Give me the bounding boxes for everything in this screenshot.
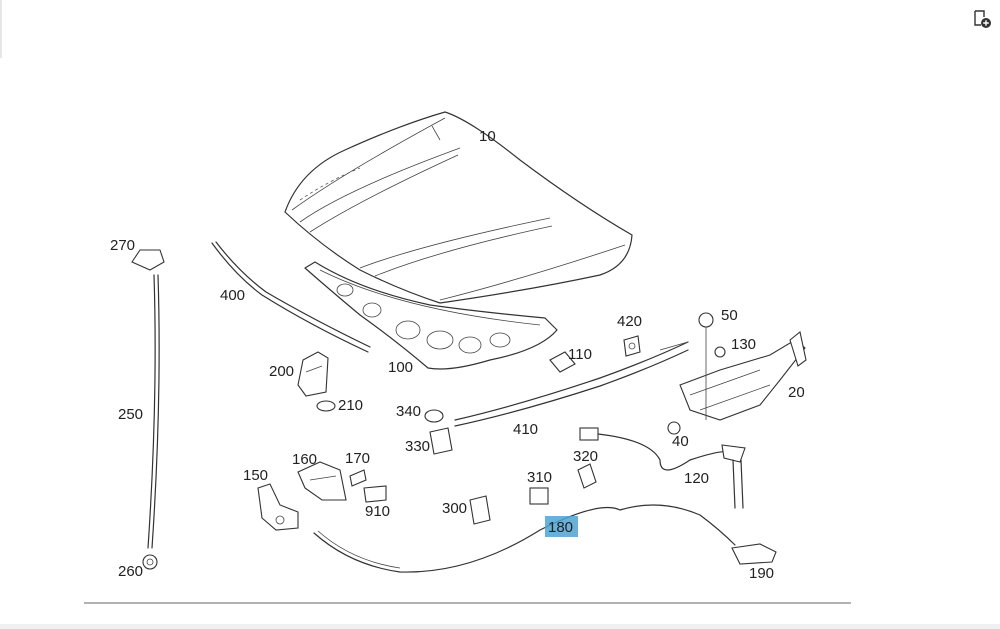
label-420[interactable]: 420 bbox=[617, 313, 642, 330]
label-180[interactable]: 180 bbox=[548, 519, 573, 536]
clip-300-part bbox=[469, 495, 491, 525]
label-250[interactable]: 250 bbox=[118, 406, 143, 423]
label-170[interactable]: 170 bbox=[345, 450, 370, 467]
label-400[interactable]: 400 bbox=[220, 287, 245, 304]
clip-310-part bbox=[529, 487, 549, 505]
label-200[interactable]: 200 bbox=[269, 363, 294, 380]
prop-rod-part bbox=[131, 249, 165, 570]
label-190[interactable]: 190 bbox=[749, 565, 774, 582]
label-300[interactable]: 300 bbox=[442, 500, 467, 517]
connector-330-part bbox=[429, 427, 453, 455]
label-340[interactable]: 340 bbox=[396, 403, 421, 420]
label-260[interactable]: 260 bbox=[118, 563, 143, 580]
washer-340-part bbox=[424, 409, 444, 423]
clip-320-part bbox=[577, 463, 597, 489]
seal-strip-part bbox=[211, 241, 371, 353]
bracket-160-part bbox=[297, 461, 347, 501]
label-40[interactable]: 40 bbox=[672, 433, 689, 450]
bracket-200-part bbox=[297, 351, 329, 397]
lock-150-part bbox=[257, 483, 299, 531]
bottom-scroll-strip bbox=[0, 624, 1000, 629]
label-910[interactable]: 910 bbox=[365, 503, 390, 520]
latch-assembly-part bbox=[667, 312, 807, 435]
label-270[interactable]: 270 bbox=[110, 237, 135, 254]
label-100[interactable]: 100 bbox=[388, 359, 413, 376]
label-120[interactable]: 120 bbox=[684, 470, 709, 487]
clip-110-part bbox=[549, 351, 576, 373]
part-910 bbox=[363, 485, 387, 503]
label-410[interactable]: 410 bbox=[513, 421, 538, 438]
clip-420-part bbox=[623, 335, 641, 357]
label-320[interactable]: 320 bbox=[573, 448, 598, 465]
cable-120-part bbox=[579, 427, 746, 509]
label-310[interactable]: 310 bbox=[527, 469, 552, 486]
panel-edge bbox=[0, 0, 2, 58]
label-110[interactable]: 110 bbox=[568, 346, 592, 363]
label-20[interactable]: 20 bbox=[788, 384, 805, 401]
label-10[interactable]: 10 bbox=[479, 128, 496, 145]
highlight-180 bbox=[545, 516, 578, 537]
label-50[interactable]: 50 bbox=[721, 307, 738, 324]
handle-190-part bbox=[731, 543, 777, 565]
add-to-cart-icon[interactable] bbox=[972, 9, 992, 29]
buffer-210-part bbox=[316, 400, 336, 412]
inner-panel-part bbox=[304, 261, 558, 370]
hood-part bbox=[284, 111, 633, 304]
label-210[interactable]: 210 bbox=[338, 397, 363, 414]
label-160[interactable]: 160 bbox=[292, 451, 317, 468]
label-330[interactable]: 330 bbox=[405, 438, 430, 455]
label-150[interactable]: 150 bbox=[243, 467, 268, 484]
trim-strip-410-part bbox=[454, 341, 689, 427]
bolt-170-part bbox=[349, 469, 367, 487]
label-130[interactable]: 130 bbox=[731, 336, 756, 353]
